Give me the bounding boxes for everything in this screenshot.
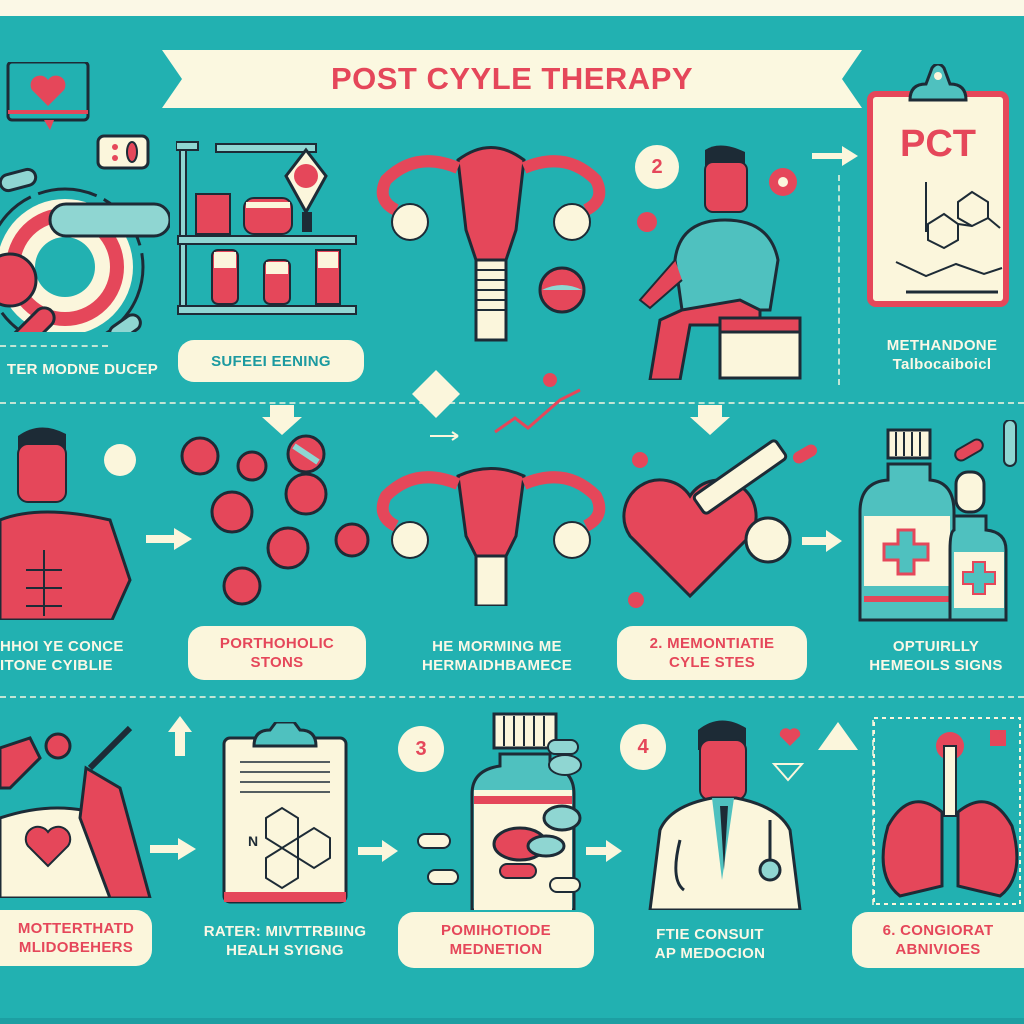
- pills-cluster-illustration: [180, 434, 370, 606]
- step-number-badge: 3: [398, 726, 444, 772]
- arrow-right-icon: [358, 840, 398, 862]
- seated-man-illustration: [637, 145, 802, 380]
- heart-syringe-illustration: [622, 439, 818, 608]
- step-label-line: FTIE CONSUIT: [656, 926, 764, 943]
- arrow-right-icon: [812, 146, 858, 166]
- step-label: HE MORMING ME HERMAIDHBAMECE: [392, 637, 602, 675]
- step-label-line: ITONE CYIBLIE: [0, 657, 113, 674]
- row-divider: [0, 402, 1024, 404]
- step-number-badge: 2: [635, 145, 679, 189]
- step-label: RATER: MIVTTRBIING HEALH SYIGNG: [180, 922, 390, 960]
- arrow-down-icon: [262, 405, 302, 435]
- step-label-line: METHANDONE: [886, 337, 998, 354]
- step-pill-line: 6. CONGIORAT: [882, 922, 994, 939]
- step-pill-line: MLIDOBEHERS: [18, 939, 134, 956]
- step-pill: 6. CONGIORAT ABNIVIOES: [852, 912, 1024, 968]
- hands-heart-illustration: [0, 725, 152, 898]
- pill-bottle-illustration: [417, 712, 582, 910]
- step-label-line: Talbocaiboicl: [892, 356, 992, 373]
- hormone-target-illustration: [0, 62, 170, 332]
- title-banner: POST CYYLE THERAPY: [162, 50, 862, 108]
- step-number-badge: 4: [620, 724, 666, 770]
- step-label: METHANDONE Talbocaiboicl: [860, 336, 1024, 374]
- trend-decoration: [412, 370, 581, 441]
- step-pill-line: MEDNETION: [449, 941, 543, 958]
- step-pill: MOTTERTHATD MLIDOBEHERS: [0, 910, 152, 966]
- step-label-line: AP MEDOCION: [654, 945, 766, 962]
- medicine-bottles-illustration: [858, 420, 1017, 622]
- step-label: OPTUIRLLY HEMEOILS SIGNS: [848, 637, 1024, 675]
- reproductive-organ-illustration: [376, 467, 606, 606]
- step-pill-text: SUFEEI EENING: [211, 352, 331, 370]
- timer-display-icon: [96, 134, 150, 170]
- step-label: TER MODNE DUCEP: [6, 361, 159, 378]
- step-label: FTIE CONSUIT AP MEDOCION: [630, 925, 790, 963]
- lab-shelf-illustration: [176, 141, 357, 315]
- top-strip: [0, 0, 1024, 16]
- pct-clipboard-illustration: PCT: [867, 64, 1009, 307]
- clipboard-title: PCT: [900, 123, 976, 165]
- ribbon-shape: [162, 50, 862, 108]
- step-pill: 2. MEMONTIATIE CYLE STES: [617, 626, 807, 680]
- lungs-illustration: [873, 717, 1021, 905]
- step-label-line: OPTUIRLLY: [892, 638, 980, 655]
- step-label-line: HEALH SYIGNG: [226, 942, 344, 959]
- reproductive-organ-illustration: [376, 146, 606, 342]
- step-pill: POMIHOTIODE MEDNETION: [398, 912, 594, 968]
- doctor-illustration: [648, 720, 805, 910]
- arrow-right-icon: [146, 528, 192, 550]
- monitor-heart-icon: [6, 62, 90, 130]
- arrow-right-icon: [586, 840, 622, 862]
- step-label-line: HERMAIDHBAMECE: [421, 657, 573, 674]
- muscular-man-illustration: [0, 427, 136, 620]
- arrow-up-icon: [818, 722, 858, 750]
- step-pill: PORTHOHOLIC STONS: [188, 626, 366, 680]
- step-pill-line: STONS: [250, 654, 304, 671]
- svg-text:N: N: [248, 833, 258, 849]
- page-title: POST CYYLE THERAPY: [330, 61, 694, 96]
- arrow-down-icon: [690, 405, 730, 435]
- step-pill-line: CYLE STES: [668, 654, 756, 671]
- step-pill-line: MOTTERTHATD: [17, 920, 135, 937]
- step-pill-line: 2. MEMONTIATIE: [649, 635, 775, 652]
- step-label: HHOI YE CONCE ITONE CYIBLIE: [0, 637, 140, 675]
- step-pill-line: ABNIVIOES: [895, 941, 981, 958]
- arrow-right-icon: [150, 838, 196, 860]
- step-label-line: HE MORMING ME: [432, 638, 562, 655]
- divider: [838, 175, 840, 385]
- step-pill-line: PORTHOHOLIC: [219, 635, 335, 652]
- arrow-up-icon: [168, 716, 192, 756]
- step-label-line: HHOI YE CONCE: [0, 638, 124, 655]
- step-pill-line: POMIHOTIODE: [441, 922, 551, 939]
- step-pill: SUFEEI EENING: [178, 340, 364, 382]
- row-divider: [0, 696, 1024, 698]
- molecule-clipboard-illustration: N: [222, 722, 348, 904]
- divider: [0, 345, 108, 347]
- arrow-right-icon: [802, 530, 842, 552]
- step-label-line: HEMEOILS SIGNS: [869, 657, 1003, 674]
- step-label-line: RATER: MIVTTRBIING: [203, 923, 367, 940]
- bottom-strip: [0, 1018, 1024, 1024]
